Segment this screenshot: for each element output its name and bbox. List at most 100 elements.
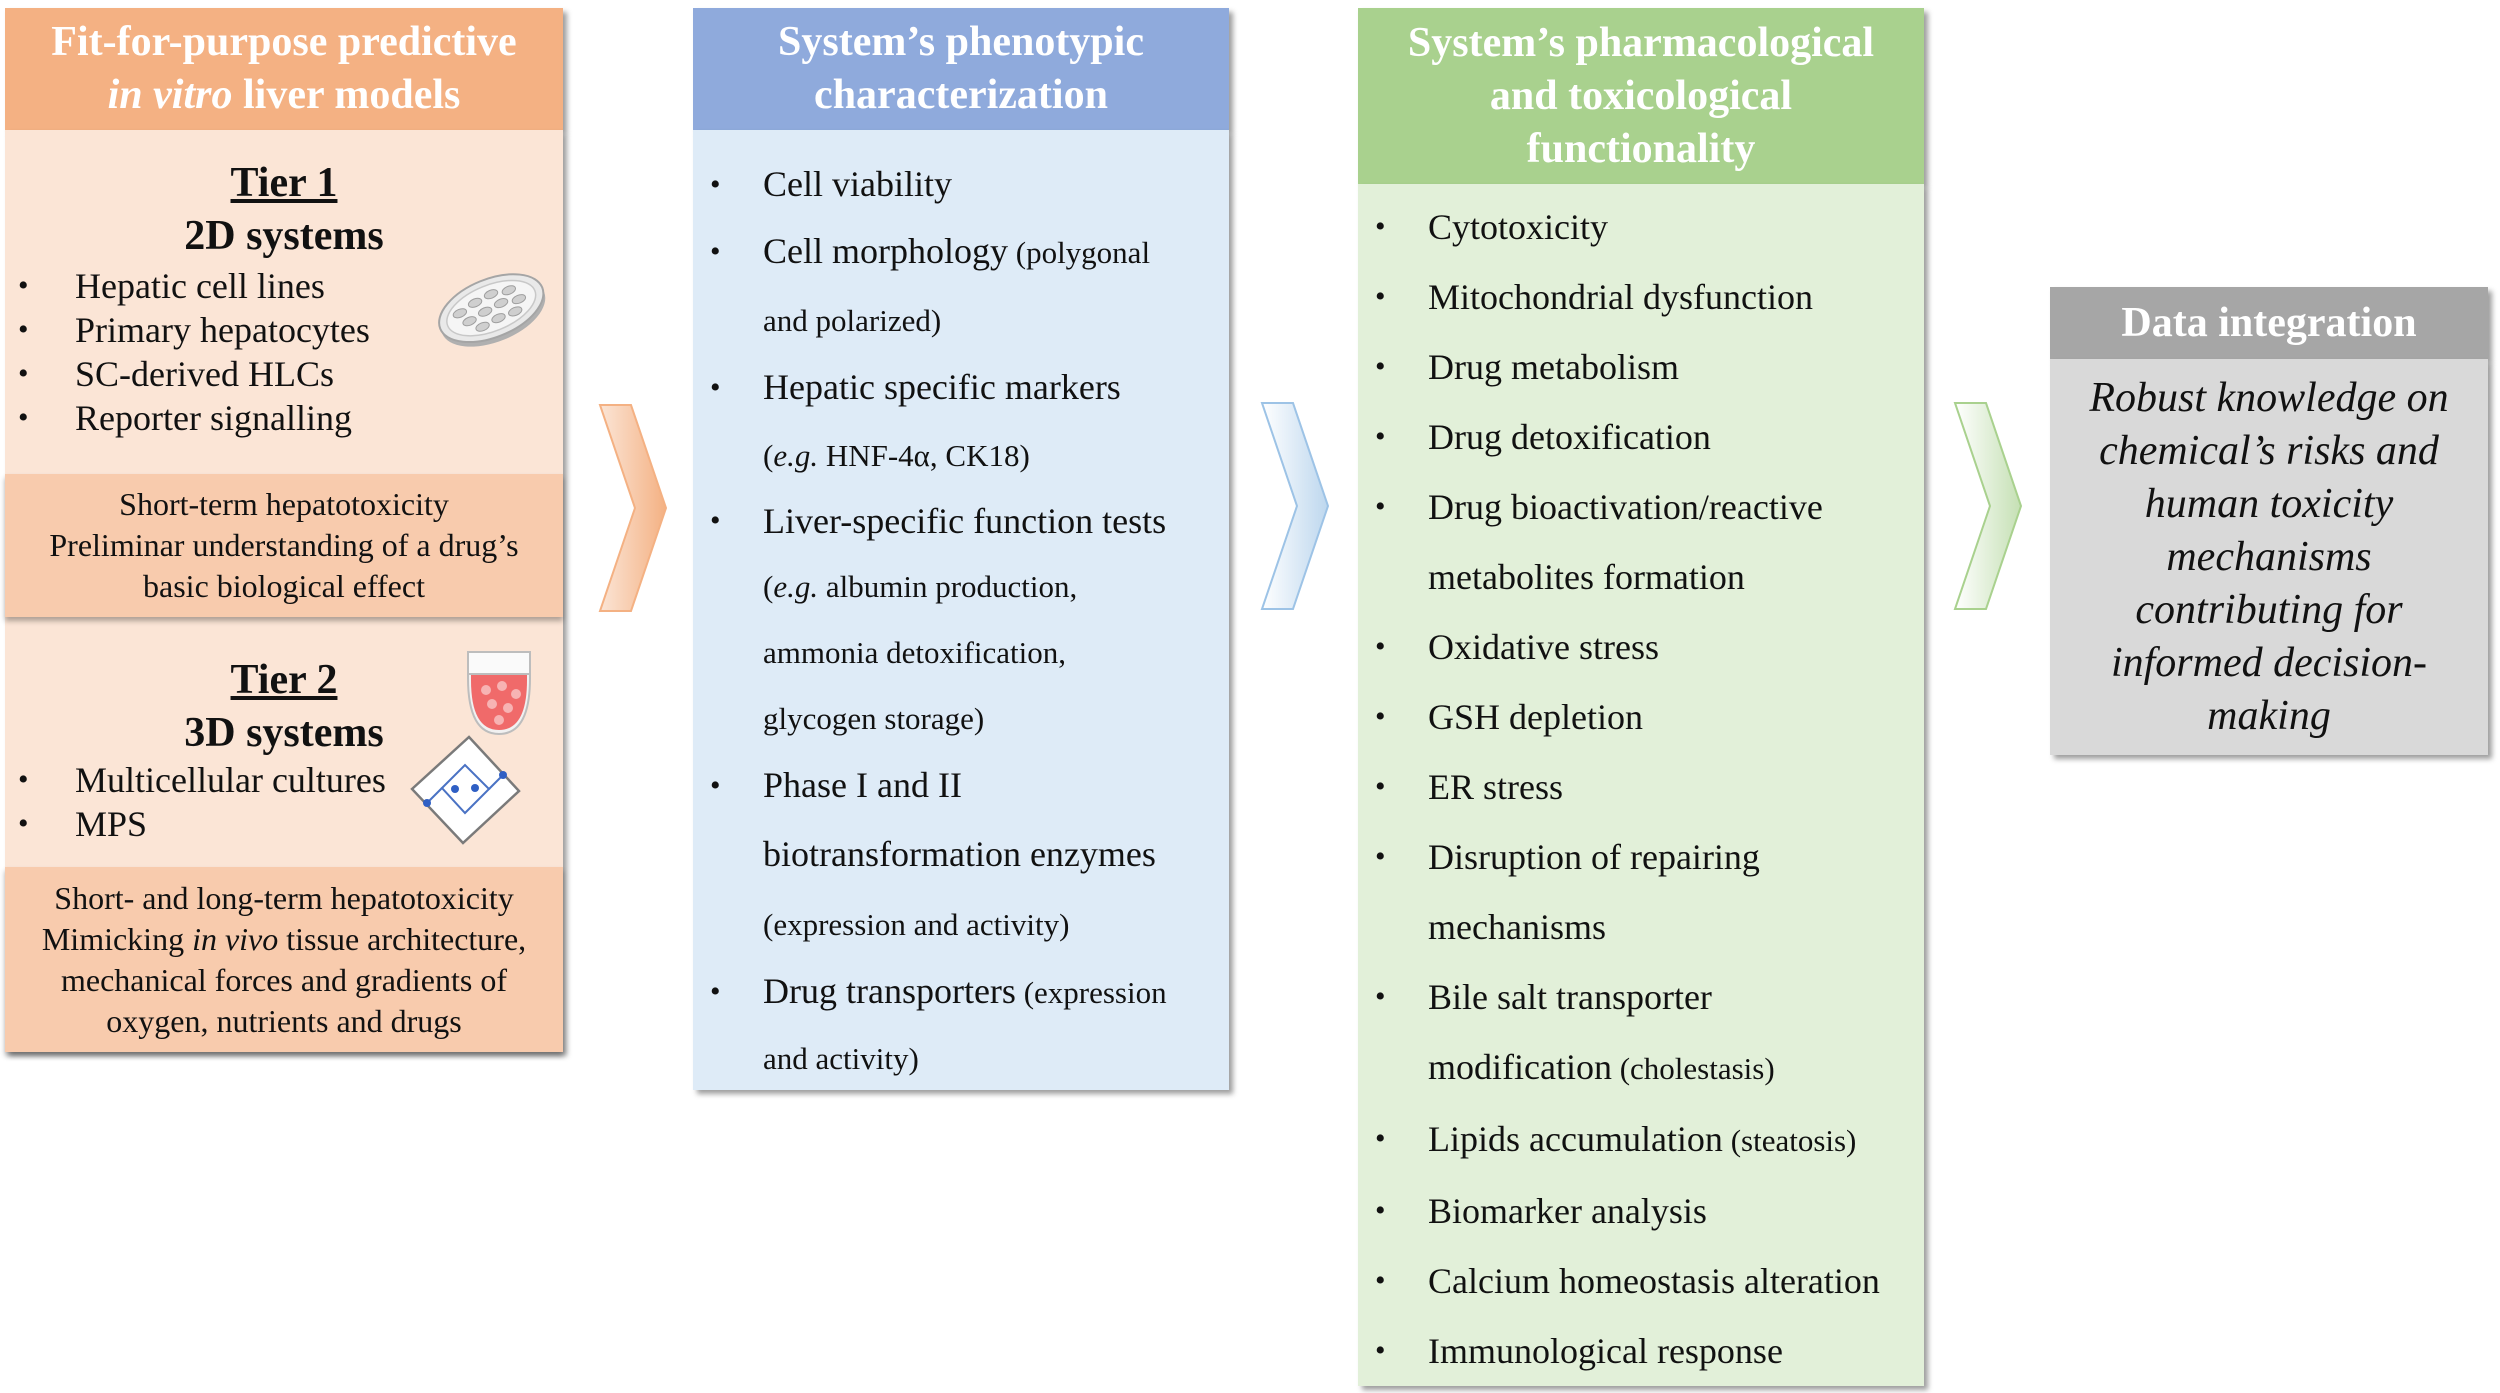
list-item: • Immunological response [1370,1316,1880,1386]
models-header-rest: liver models [232,72,461,118]
bullet: • [18,807,29,840]
pharmacological-header-line: System’s pharmacological [1407,19,1875,66]
item-main: Immunological response [1428,1331,1783,1371]
item-main: metabolites formation [1428,557,1745,597]
bullet: • [1375,980,1386,1013]
bullet: • [1375,280,1386,313]
item-sub: ammonia detoxification, [763,635,1067,670]
bullet: • [18,763,29,796]
list-item: • Biomarker analysis [1370,1176,1880,1246]
bullet: • [710,504,721,537]
tier2-note-line: oxygen, nutrients and drugs [106,1002,462,1039]
item-sub: (expression [1015,975,1167,1010]
item-main: mechanisms [1428,907,1606,947]
data-integration-body: Robust knowledge on chemical’s risks and… [2050,359,2488,755]
item-main: ER stress [1428,767,1563,807]
list-item: •Calcium homeostasis alteration [1370,1246,1880,1316]
bullet: • [1375,700,1386,733]
tier2-note-line: Mimicking in vivo tissue architecture, [5,919,563,960]
list-item: • Hepatic cell lines [18,264,370,308]
bullet: • [1375,1334,1386,1367]
list-item: •Lipids accumulation (steatosis) [1370,1104,1880,1176]
data-integration-text: Robust knowledge on chemical’s risks and… [2089,372,2448,743]
list-item-text: Primary hepatocytes [75,310,370,350]
bullet: • [710,769,721,802]
item-main: modification [1428,1047,1612,1087]
item-sub: glycogen storage) [763,701,985,736]
item-main: Drug metabolism [1428,347,1679,387]
bullet: • [18,357,29,390]
list-item: •ER stress [1370,752,1880,822]
item-main: Disruption of repairing [1428,837,1760,877]
bullet: • [710,168,721,201]
list-item: • Reporter signalling [18,396,370,440]
list-item: • GSH depletion [1370,682,1880,752]
list-item-text: Reporter signalling [75,398,352,438]
item-main: Drug detoxification [1428,417,1711,457]
item-main: Lipids accumulation [1428,1119,1723,1159]
bullet: • [710,235,721,268]
item-main: Drug bioactivation/reactive [1428,487,1823,527]
in-vivo-italic: in vivo [192,920,279,957]
item-sub: (e.g. albumin production, [763,569,1078,604]
item-sub: (e.g. HNF-4α, CK18) [763,438,1030,473]
item-main: Phase I and II [763,765,962,805]
list-item: •SC-derived HLCs [18,352,370,396]
list-item-text: MPS [75,804,148,844]
bullet: • [1375,1194,1386,1227]
test-tube-icon [467,651,531,736]
data-integration-line: Robust knowledge on [2089,374,2449,421]
tier2-subtitle: 3D systems [184,710,384,756]
tier1-subtitle: 2D systems [184,213,384,259]
microfluidic-chip-icon [410,735,521,845]
list-item: • Cell viability [705,151,1167,218]
item-sub: and activity) [763,1041,919,1076]
petri-dish-icon [438,273,546,347]
tier2-note-line: mechanical forces and gradients of [60,961,507,998]
tier2-note: Short- and long-term hepatotoxicity Mimi… [5,867,563,1052]
phenotypic-header-line: characterization [814,72,1108,118]
item-main: GSH depletion [1428,697,1643,737]
item-main: Drug transporters [763,971,1016,1011]
list-item-text: Hepatic cell lines [75,266,325,306]
phenotypic-list: • Cell viability •Cell morphology (polygo… [705,151,1167,1091]
bullet: • [1375,420,1386,453]
list-item: • Phase I and II biotransformation enzymes… [705,751,1167,959]
item-sub-italic: e.g. [773,438,819,473]
item-main: Cell viability [763,164,952,204]
bullet: • [18,401,29,434]
list-item: •Cytotoxicity [1370,192,1880,262]
models-header-line1: Fit-for-purpose predictive [51,19,517,65]
tier2-title: Tier 2 [5,654,563,706]
list-item: •Oxidative stress [1370,612,1880,682]
data-integration-line: contributing for [2135,586,2403,633]
tier1-note: Short-term hepatotoxicity Preliminar und… [5,474,563,617]
list-item: • MPS [18,802,386,846]
pharmacological-body [1358,184,1924,1386]
tier2-note-line: Short- and long-term hepatotoxicity [54,879,514,916]
tier2-title-text: Tier 2 [230,657,338,703]
bullet: • [18,269,29,302]
bullet: • [1375,350,1386,383]
chevron-right-icon [1260,402,1330,610]
in-vitro-italic: in vitro [107,72,233,118]
tier1-list: • Hepatic cell lines • Primary hepatocytes… [18,264,370,440]
phenotypic-header-line: System’s phenotypic [778,19,1144,65]
list-item-text: Multicellular cultures [75,760,386,800]
item-main: Liver-specific function tests [763,501,1167,541]
item-main: Biomarker analysis [1428,1191,1707,1231]
chevron-right-icon [598,404,668,612]
pharmacological-header-line: and toxicological [1489,72,1793,119]
tier1-note-line: basic biological effect [143,568,425,604]
bullet: • [1375,210,1386,243]
data-integration-line: human toxicity [2144,480,2394,527]
tier1-note-line: Preliminar understanding of a drug’s [49,527,519,563]
item-main: biotransformation enzymes [763,834,1156,874]
pharmacological-list: •Cytotoxicity •Mitochondrial dysfunction… [1370,192,1880,1386]
data-integration-line: chemical’s risks and [2099,427,2439,474]
item-sub: (expression and activity) [763,907,1070,942]
